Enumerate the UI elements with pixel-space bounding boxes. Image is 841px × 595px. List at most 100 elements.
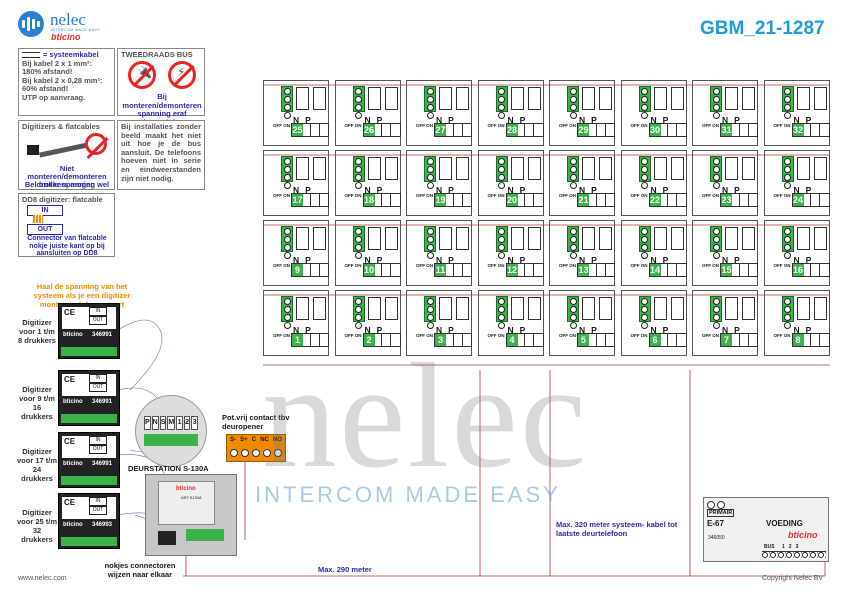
terminal-block (638, 156, 651, 189)
handset-outline (813, 157, 827, 180)
np-label: NP (508, 185, 532, 195)
unit-number: 28 (506, 124, 518, 136)
digitizer-article: 346993 (92, 522, 113, 528)
np-label: NP (293, 115, 317, 125)
n-label: N (364, 255, 377, 265)
dd8-note: DD8 digitizer: flatcable IN OUT Connecto… (18, 193, 115, 257)
off-on-label: OFF ON (416, 263, 433, 268)
handset-outline (599, 157, 612, 180)
handset-outline (367, 297, 381, 320)
off-on-label: OFF ON (416, 193, 433, 198)
handset-outline (456, 87, 469, 110)
n-label: N (436, 115, 449, 125)
terminal-block (638, 296, 651, 329)
p-label: P (734, 325, 746, 335)
unit-number: 12 (506, 264, 518, 276)
n-label: N (722, 325, 735, 335)
handset-outline (384, 87, 398, 110)
p-label: P (805, 255, 818, 265)
p-label: P (448, 255, 460, 265)
digitizer-in: IN (89, 436, 107, 445)
unit-number: 11 (435, 264, 446, 276)
handset-outline (313, 297, 326, 320)
handset-outline (510, 87, 524, 110)
off-on-label: OFF ON (344, 263, 362, 268)
dd8-in-label: IN (27, 205, 63, 216)
unit-number: 32 (792, 124, 804, 136)
terminal-block (710, 156, 722, 189)
off-on-label: OFF ON (344, 333, 362, 338)
unit-number: 8 (792, 334, 804, 346)
max-320-label: Max. 320 meter systeem- kabel tot laatst… (556, 520, 678, 538)
p-label: P (591, 255, 603, 265)
handset-outline (725, 157, 738, 180)
flatcable-1 (117, 319, 163, 391)
p-label: P (305, 255, 317, 265)
digitizer-article: 346991 (92, 332, 113, 338)
off-on-label: OFF ON (559, 123, 576, 128)
digitizer-brand: bticino (63, 522, 83, 528)
unit-number: 23 (721, 194, 732, 206)
handset-outline (742, 297, 755, 320)
np-label: NP (651, 115, 675, 125)
unit-number: 22 (649, 194, 661, 206)
n-label: N (722, 185, 735, 195)
unit-number: 15 (721, 264, 732, 276)
unit-number: 3 (435, 334, 446, 346)
handset-outline (296, 297, 309, 320)
np-label: NP (722, 115, 746, 125)
digitizer-article: 346991 (92, 461, 113, 467)
p-label: P (734, 115, 746, 125)
install-note: Bij installaties zonder beeld maakt het … (117, 120, 205, 190)
terminal-block (710, 86, 722, 119)
contact-screws (229, 449, 283, 457)
handset-outline (653, 157, 667, 180)
document-id: GBM_21-1287 (700, 18, 825, 39)
handset-outline (510, 297, 524, 320)
p-label: P (376, 325, 389, 335)
cable-line: 60% afstand! (22, 84, 69, 94)
unit-number: 25 (292, 124, 303, 136)
handset-outline (510, 227, 524, 250)
dd8-title: DD8 digitizer: flatcable (22, 195, 103, 204)
p-label: P (662, 185, 675, 195)
np-label: NP (794, 325, 818, 335)
digitizer-in: IN (89, 307, 107, 316)
n-label: N (507, 185, 520, 195)
handset-outline (527, 87, 541, 110)
n-label: N (293, 115, 306, 125)
door-station-label: DEURSTATION S-130A (128, 464, 209, 473)
off-on-label: OFF ON (773, 263, 791, 268)
n-label: N (793, 255, 806, 265)
off-on-label: OFF ON (273, 263, 290, 268)
np-label: NP (436, 325, 460, 335)
bus-switch-label: M (167, 416, 176, 430)
handset-outline (796, 297, 810, 320)
p-label: P (519, 185, 532, 195)
off-on-label: OFF ON (487, 193, 505, 198)
connector-note: nokjes connectoren wijzen naar elkaar (104, 561, 176, 579)
no-power-icon: ⚡ (168, 61, 196, 89)
handset-outline (456, 157, 469, 180)
handset-outline (742, 157, 755, 180)
off-on-label: OFF ON (559, 263, 576, 268)
np-label: NP (651, 185, 675, 195)
n-label: N (436, 255, 449, 265)
handset-outline (582, 227, 595, 250)
n-label: N (507, 255, 520, 265)
p-label: P (662, 325, 675, 335)
digitizer-out: OUT (89, 506, 107, 515)
max-290-label: Max. 290 meter (318, 565, 372, 574)
screw-icon (251, 449, 260, 457)
ce-mark: CE (64, 498, 76, 507)
handset-outline (296, 157, 309, 180)
terminal-block (495, 226, 508, 259)
